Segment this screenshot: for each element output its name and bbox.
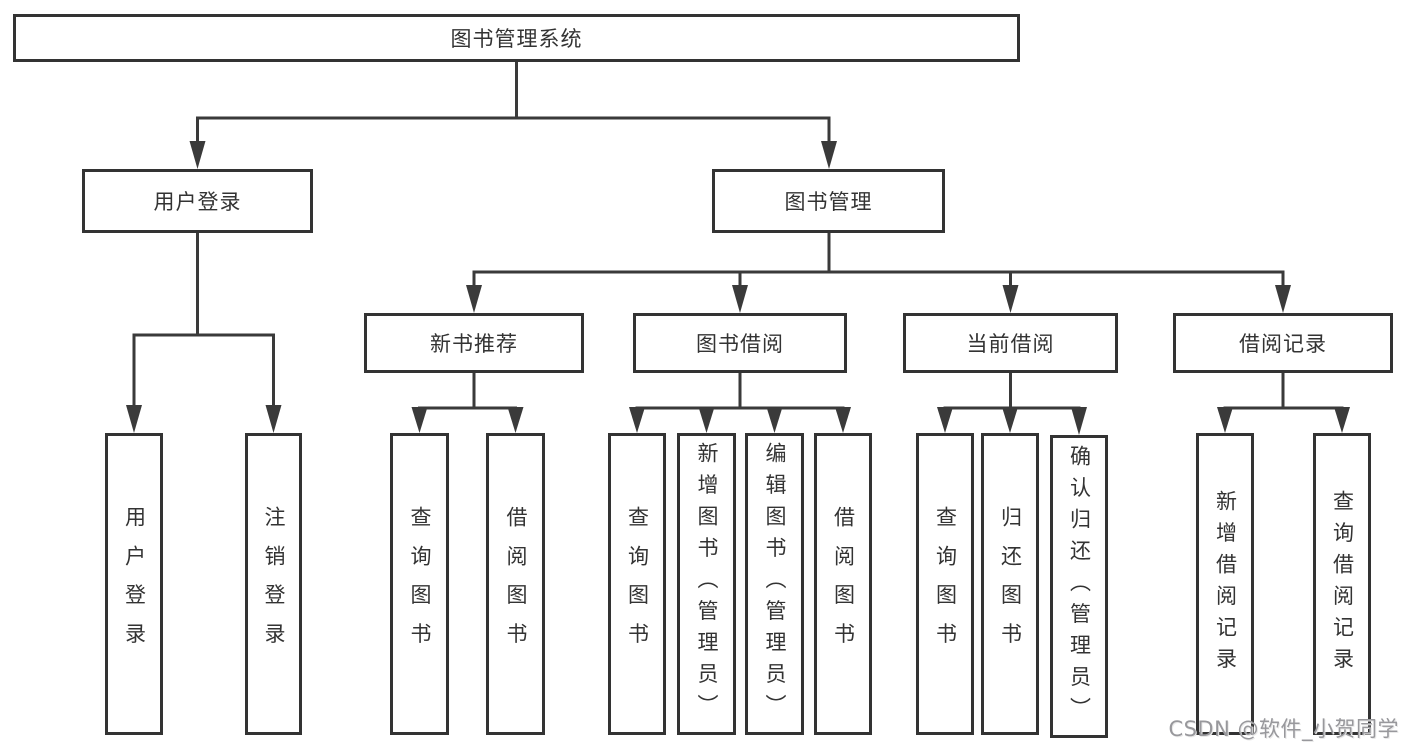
leaf-label: 注销登录 <box>262 506 286 662</box>
leaf-label: 查询图书 <box>408 506 432 662</box>
leaf-label: 查询图书 <box>933 506 958 662</box>
leaf-label: 借阅图书 <box>831 506 856 662</box>
leaf-label: 用户登录 <box>122 506 147 662</box>
node-book-borrow: 图书借阅 <box>633 313 847 373</box>
csdn-watermark: CSDN @软件_小贺同学 <box>1168 717 1399 741</box>
leaf-edit-book-admin: 编辑图书（管理员） <box>745 433 804 735</box>
leaf-label: 新增借阅记录 <box>1213 489 1238 679</box>
node-label: 图书借阅 <box>696 332 784 356</box>
node-borrow-records: 借阅记录 <box>1173 313 1393 373</box>
node-label: 图书管理系统 <box>450 27 583 51</box>
node-label: 新书推荐 <box>430 332 518 356</box>
leaf-query-books-1: 查询图书 <box>390 433 449 735</box>
leaf-query-borrow-record: 查询借阅记录 <box>1313 433 1371 735</box>
leaf-add-book-admin: 新增图书（管理员） <box>677 433 736 735</box>
leaf-logout: 注销登录 <box>245 433 302 735</box>
node-label: 借阅记录 <box>1239 332 1327 356</box>
leaf-query-books-3: 查询图书 <box>916 433 974 735</box>
leaf-label: 编辑图书（管理员） <box>763 442 787 726</box>
node-label: 用户登录 <box>153 190 242 214</box>
leaf-return-books: 归还图书 <box>981 433 1039 735</box>
leaf-confirm-return-admin: 确认归还（管理员） <box>1050 435 1108 738</box>
leaf-label: 确认归还（管理员） <box>1067 444 1092 729</box>
leaf-label: 归还图书 <box>998 506 1023 662</box>
node-root-library-system: 图书管理系统 <box>13 14 1020 62</box>
leaf-label: 新增图书（管理员） <box>695 442 719 726</box>
leaf-label: 查询借阅记录 <box>1330 489 1355 679</box>
leaf-query-books-2: 查询图书 <box>608 433 666 735</box>
leaf-add-borrow-record: 新增借阅记录 <box>1196 433 1254 735</box>
node-current-borrow: 当前借阅 <box>903 313 1118 373</box>
node-label: 当前借阅 <box>966 332 1055 356</box>
node-user-login: 用户登录 <box>82 169 313 233</box>
node-new-book-recommend: 新书推荐 <box>364 313 584 373</box>
leaf-label: 借阅图书 <box>504 506 528 662</box>
leaf-user-login: 用户登录 <box>105 433 163 735</box>
node-label: 图书管理 <box>784 190 873 214</box>
leaf-label: 查询图书 <box>625 506 650 662</box>
leaf-borrow-books-2: 借阅图书 <box>814 433 872 735</box>
node-book-management: 图书管理 <box>712 169 945 233</box>
leaf-borrow-books-1: 借阅图书 <box>486 433 545 735</box>
